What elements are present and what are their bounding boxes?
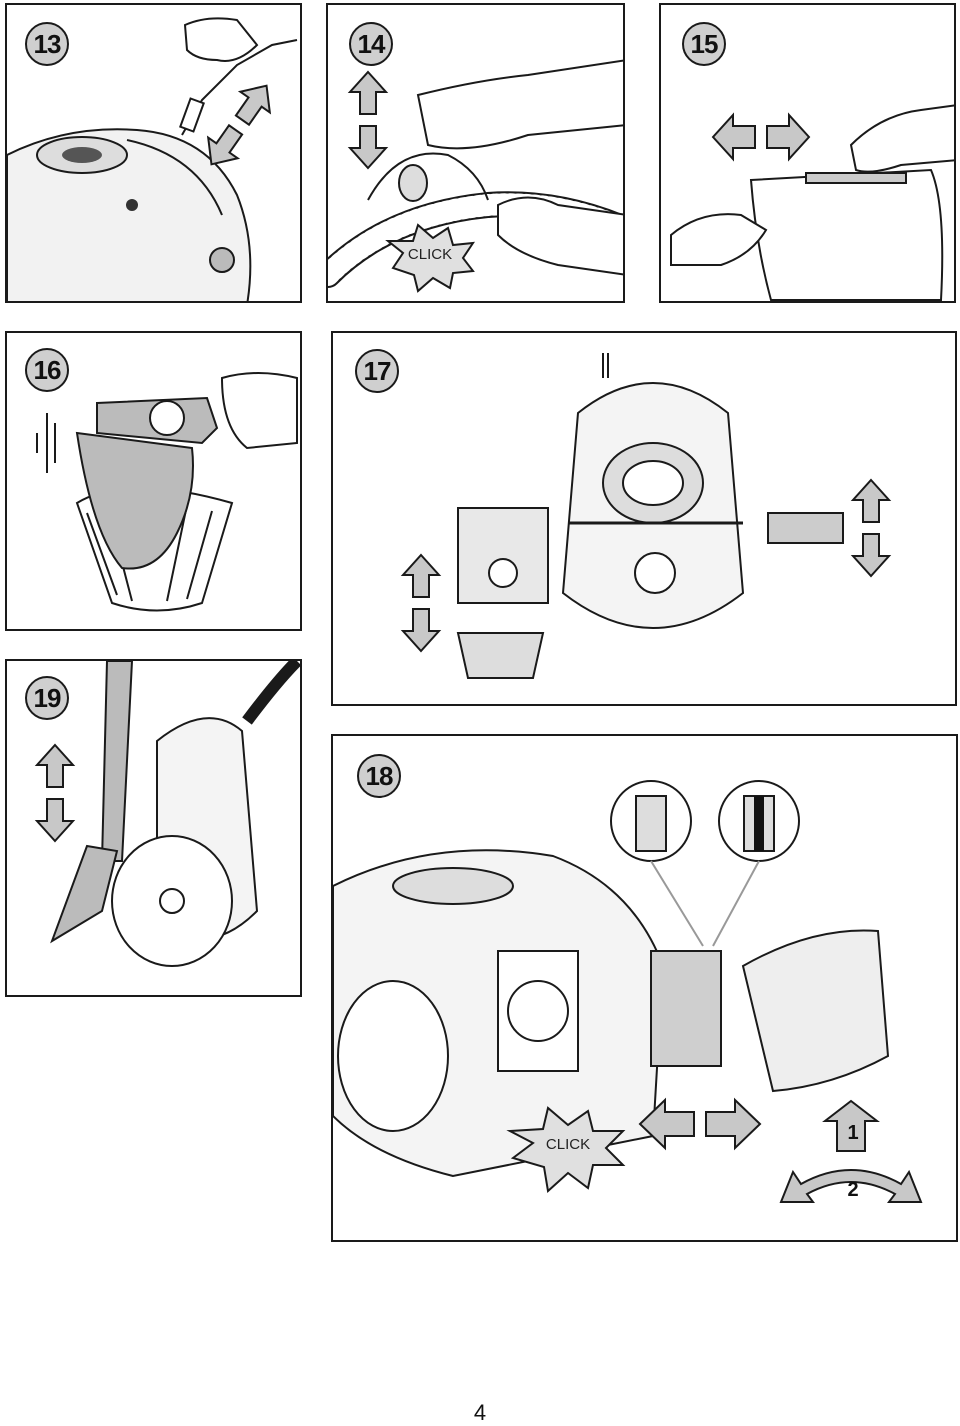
rotate-arrow-icon: 2 [779, 1169, 923, 1203]
double-arrow-up-down-icon [850, 478, 892, 578]
double-arrow-up-down-icon [206, 84, 272, 166]
click-label: CLICK [408, 246, 452, 263]
filter-grille [741, 929, 890, 1093]
step-badge-19: 19 [25, 676, 69, 720]
step-badge-13: 13 [25, 22, 69, 66]
double-arrow-up-down-icon [34, 743, 76, 843]
filter-block [650, 950, 722, 1067]
panel-14: 14 CLICK [326, 3, 625, 303]
rotate-arrow-icon: 1 [822, 1099, 880, 1152]
bag-holder-illustration [670, 104, 954, 301]
panel-19: 19 [5, 659, 302, 997]
click-burst-icon: CLICK [506, 1106, 626, 1193]
panel-16: 16 [5, 331, 302, 631]
step-badge-15: 15 [682, 22, 726, 66]
panel-18: 18 CLICK 1 2 [331, 734, 958, 1242]
vacuum-cord-illustration [7, 17, 298, 301]
double-arrow-up-down-icon [400, 553, 442, 653]
double-arrow-up-down-icon [347, 70, 389, 170]
step-badge-14: 14 [349, 22, 393, 66]
vacuum-storage-illustration [34, 661, 300, 967]
hose-click-illustration: CLICK [328, 59, 623, 293]
step-badge-16: 16 [25, 348, 69, 392]
panel-17: 17 [331, 331, 957, 706]
step-rotate-label: 2 [847, 1179, 858, 1201]
panel-13: 13 [5, 3, 302, 303]
click-burst-icon: CLICK [385, 223, 476, 293]
page-number: 4 [473, 1400, 487, 1425]
double-arrow-left-right-icon [638, 1097, 762, 1151]
panel-15: 15 [659, 3, 956, 303]
step-badge-18: 18 [357, 754, 401, 798]
filter-replacement-illustration: CLICK 1 2 [333, 780, 923, 1203]
bag-insert-illustration [36, 372, 298, 612]
click-label: CLICK [546, 1136, 590, 1153]
double-arrow-left-right-icon [711, 112, 811, 162]
step-badge-17: 17 [355, 349, 399, 393]
step-open-label: 1 [847, 1122, 858, 1144]
vacuum-open-top-illustration [400, 353, 892, 679]
